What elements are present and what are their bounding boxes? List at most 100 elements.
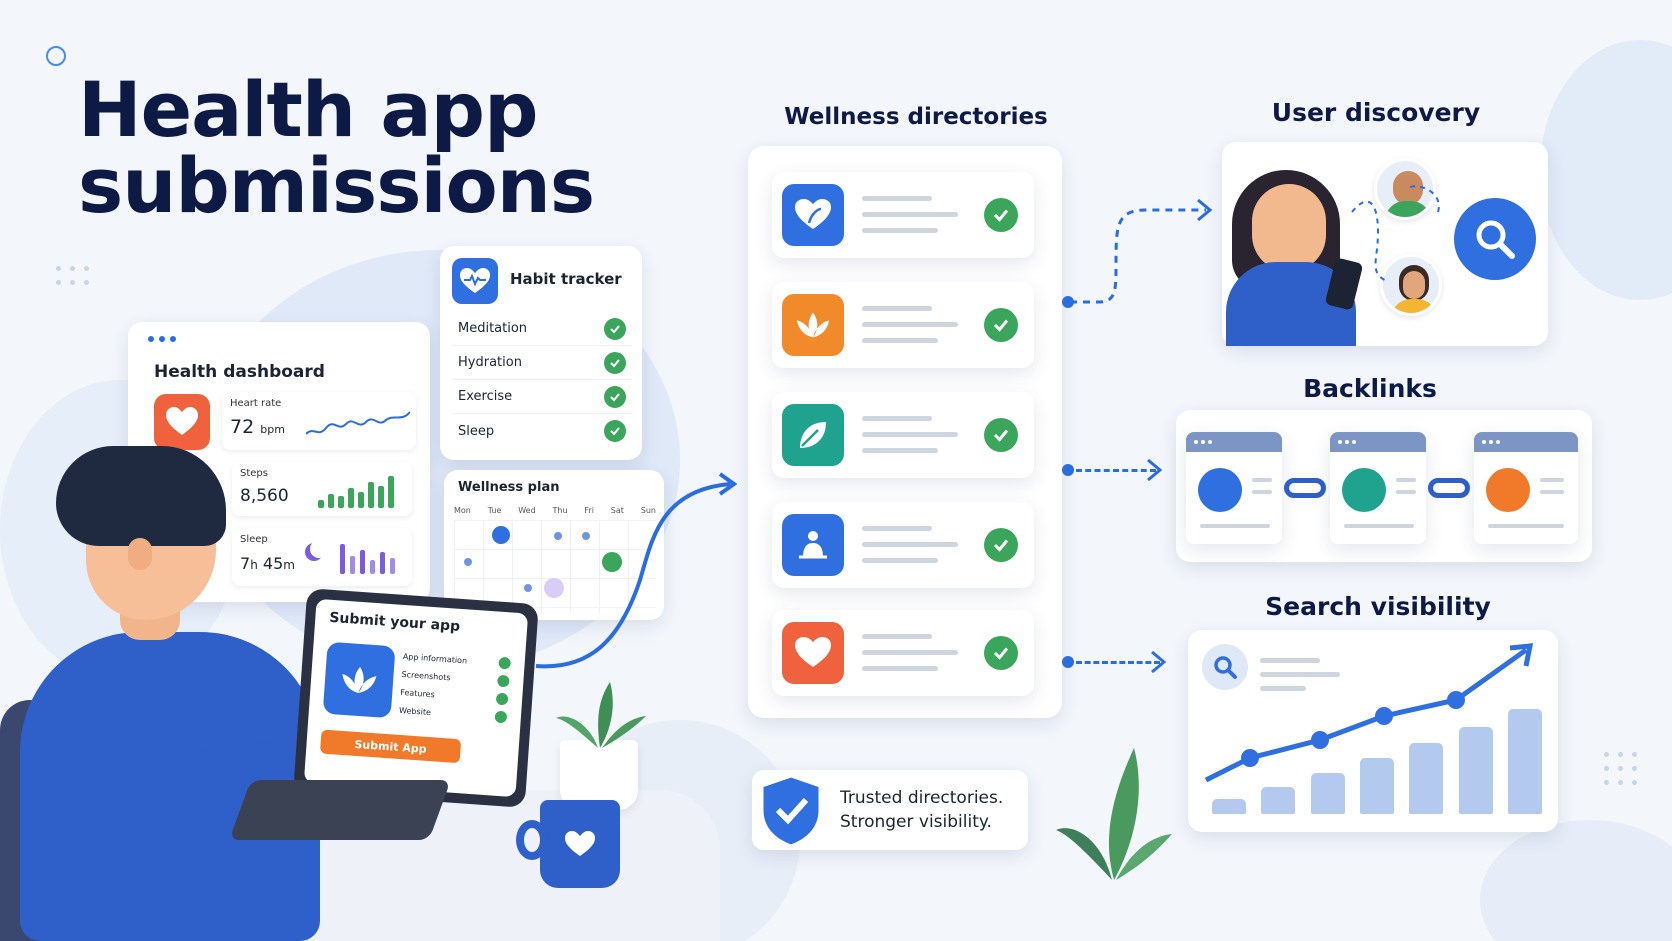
connector-dot <box>1062 296 1074 308</box>
placeholder-line <box>862 432 958 437</box>
person-hair <box>56 446 226 546</box>
running-icon <box>602 552 622 572</box>
avatar <box>1374 158 1436 220</box>
check-icon <box>604 420 626 442</box>
placeholder-line <box>862 322 958 327</box>
heart-icon <box>154 394 210 450</box>
mug <box>540 800 620 888</box>
day-label: Sun <box>640 506 656 515</box>
heart-icon <box>782 622 844 684</box>
search-icon[interactable] <box>1454 198 1536 280</box>
day-label: Tue <box>487 506 502 515</box>
placeholder-line <box>862 558 938 563</box>
window-bar <box>1186 432 1282 452</box>
placeholder-line <box>1260 686 1306 691</box>
visibility-bar <box>1459 727 1493 814</box>
calendar-dot <box>554 532 562 540</box>
dot-grid <box>56 266 89 285</box>
habit-label: Sleep <box>458 423 495 439</box>
link-icon <box>1198 468 1242 512</box>
placeholder-line <box>862 448 938 453</box>
sleep-minutes: 45 <box>262 554 284 573</box>
placeholder-line <box>862 666 938 671</box>
placeholder-line <box>1540 490 1564 494</box>
moon-icon <box>310 540 328 558</box>
sleep-hours: 7 <box>240 554 251 573</box>
trusted-text-1: Trusted directories. <box>840 788 1004 808</box>
mug-handle <box>516 820 548 860</box>
heart-rate-value: 72 <box>230 416 255 438</box>
window-bar <box>1474 432 1578 452</box>
check-icon <box>984 636 1018 670</box>
visibility-bars <box>1212 690 1542 814</box>
visibility-bar <box>1508 709 1542 814</box>
placeholder-line <box>1252 490 1272 494</box>
trusted-text-2: Stronger visibility. <box>840 812 992 832</box>
shield-check-icon <box>760 774 822 848</box>
connector-arrow <box>1070 198 1213 304</box>
sleep-minutes-unit: m <box>283 558 295 572</box>
sleep-panel: Sleep 7h 45m <box>232 528 412 586</box>
check-icon <box>495 692 509 706</box>
check-icon <box>604 385 626 408</box>
placeholder-line <box>1488 524 1564 528</box>
day-label: Wed <box>518 506 536 515</box>
day-label: Mon <box>454 506 471 515</box>
visibility-bar <box>1360 758 1394 814</box>
backlink-page <box>1474 432 1578 544</box>
growth-arrow <box>1204 643 1534 783</box>
search-icon <box>1202 644 1248 690</box>
leaf-icon <box>782 404 844 466</box>
plant-icon <box>556 682 646 748</box>
check-icon <box>494 710 508 724</box>
habit-tracker-title: Habit tracker <box>510 270 622 288</box>
heart-rate-label: Heart rate <box>230 398 282 409</box>
wellness-plan-title: Wellness plan <box>458 480 560 495</box>
lotus-icon <box>322 641 396 719</box>
user-discovery-heading: User discovery <box>1271 98 1481 127</box>
laptop-screen: Submit your app App information Screensh… <box>293 588 539 808</box>
habit-label: Meditation <box>458 321 528 336</box>
sleep-value: 7h 45m <box>240 554 295 573</box>
habit-label: Hydration <box>458 355 522 370</box>
heartbeat-icon <box>452 258 498 304</box>
field-label: Features <box>400 687 436 699</box>
habit-label: Exercise <box>458 389 513 404</box>
placeholder-line <box>862 196 932 201</box>
calendar-dot <box>582 532 590 540</box>
check-icon <box>498 656 512 670</box>
placeholder-line <box>1252 478 1272 482</box>
avatar <box>1380 254 1442 316</box>
trusted-badge: Trusted directories. Stronger visibility… <box>752 770 1028 850</box>
link-icon <box>1486 468 1530 512</box>
calendar-grid <box>454 520 656 614</box>
habit-tracker-card: Habit tracker Meditation Hydration Exerc… <box>440 246 642 460</box>
sleep-label: Sleep <box>240 534 268 545</box>
heart-rate-panel: Heart rate 72 bpm <box>222 392 416 450</box>
placeholder-line <box>862 228 938 233</box>
placeholder-line <box>1396 490 1416 494</box>
list-item: Exercise <box>452 380 632 414</box>
backlinks-heading: Backlinks <box>1303 374 1437 403</box>
title-line-2: submissions <box>78 141 595 230</box>
wellness-plan-card: Wellness plan Mon Tue Wed Thu Fri Sat Su… <box>444 470 664 620</box>
list-item: Sleep <box>452 414 632 448</box>
decorative-ring <box>46 46 66 66</box>
wellness-directories-heading: Wellness directories <box>784 104 1048 130</box>
moon-icon <box>544 578 564 598</box>
search-visibility-heading: Search visibility <box>1265 592 1491 621</box>
meditation-person-icon <box>782 514 844 576</box>
dashed-path <box>1351 185 1440 283</box>
sleep-hours-unit: h <box>250 558 258 572</box>
plant-pot <box>560 740 638 810</box>
field-label: App information <box>402 651 468 665</box>
check-icon <box>984 418 1018 452</box>
visibility-bar <box>1311 773 1345 814</box>
heart-rate-unit: bpm <box>260 423 285 436</box>
chain-link-icon <box>1428 478 1470 498</box>
field-label: Website <box>398 705 432 717</box>
window-bar <box>1330 432 1426 452</box>
submit-app-button[interactable]: Submit App <box>319 729 462 764</box>
placeholder-line <box>862 526 932 531</box>
link-icon <box>1342 468 1386 512</box>
